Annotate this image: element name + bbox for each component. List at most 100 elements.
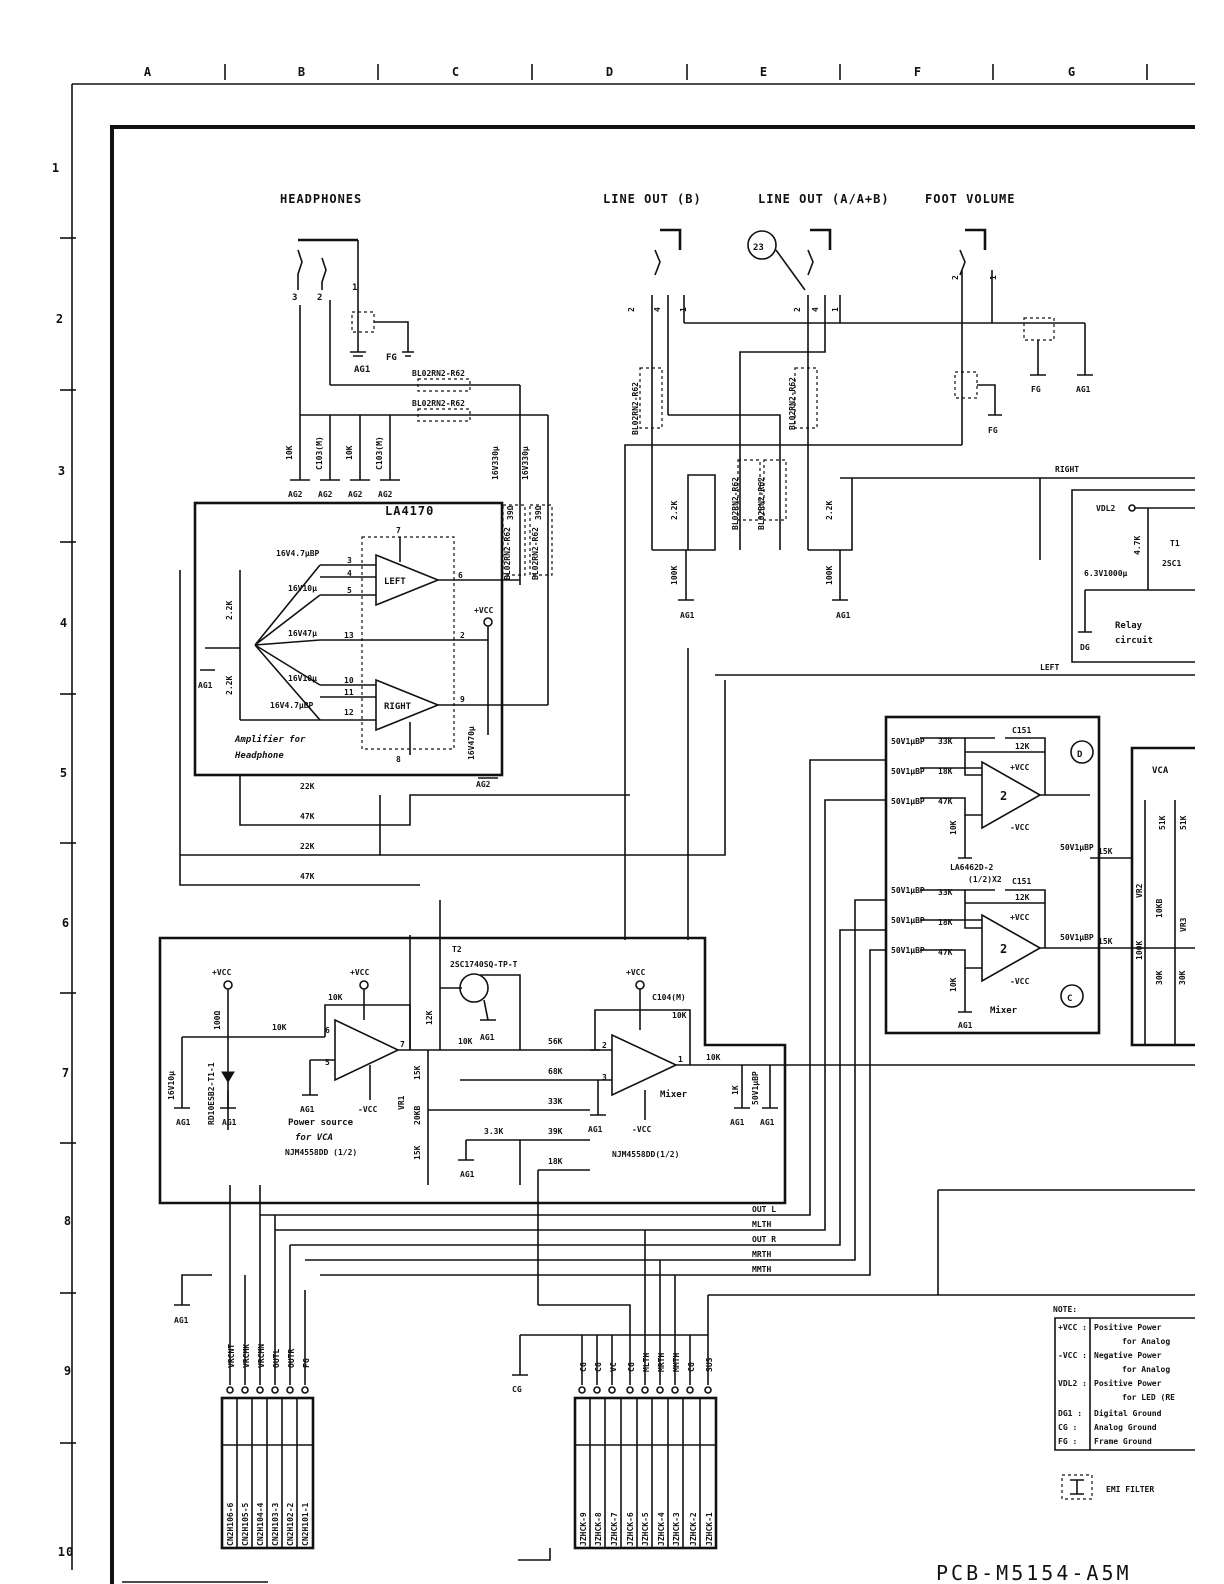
col-label-g: G — [1068, 65, 1076, 79]
hp-amp-ag1: AG1 — [198, 681, 213, 690]
headphone-filters: BL02RN2-R62 BL02RN2-R62 10K C103(M) 10K … — [285, 369, 553, 705]
hp-pin-1: 1 — [352, 283, 357, 293]
fv-pin-2: 2 — [951, 275, 960, 280]
pm-op2-pin-3: 3 — [602, 1073, 607, 1082]
filter-bl-h: BL02RN2-R62 — [757, 477, 766, 530]
pm-ic1: NJM4558DD (1/2) — [285, 1148, 357, 1157]
pm-ag1-h: AG1 — [760, 1118, 775, 1127]
ag2-2: AG2 — [318, 490, 333, 499]
pm-vcc-3: +VCC — [626, 968, 645, 977]
pm-r68k: 68K — [548, 1067, 563, 1076]
vca-c151: C151 — [1012, 726, 1031, 735]
pm-r39k: 39K — [548, 1127, 563, 1136]
c103-hp-a: C103(M) — [315, 436, 324, 470]
pm-r100: 100Ω — [213, 1011, 222, 1030]
vca-op-2 — [981, 913, 1042, 983]
relay-t1-part: 2SC1 — [1162, 559, 1181, 568]
cn-right-name-5: JZHCK-5 — [641, 1512, 650, 1546]
stereo-nets: RIGHT LEFT — [687, 465, 1195, 940]
cn-right-pin-3: VC — [609, 1362, 618, 1372]
vca-c5: 50V1µBP — [891, 916, 925, 925]
hp-pin-3: 3 — [292, 293, 297, 303]
cn-left-name-6: CN2H106-6 — [226, 1502, 235, 1546]
row-label-1: 1 — [52, 161, 60, 175]
pm-r10k-a: 10K — [272, 1023, 287, 1032]
c103-hp-b: C103(M) — [375, 436, 384, 470]
vca-r51k: 51K — [1158, 815, 1167, 830]
vca-c8: 50V1µBP — [1060, 933, 1094, 942]
vca-vcc-n2: -VCC — [1010, 977, 1029, 986]
relay-dg: DG — [1080, 643, 1090, 652]
vca-r15k2: 15K — [1098, 937, 1113, 946]
vca-c7: 50V1µBP — [1060, 843, 1094, 852]
note-text-8: Analog Ground — [1094, 1423, 1157, 1432]
pm-r3.3k: 3.3K — [484, 1127, 503, 1136]
relay-vdl2: VDL2 — [1096, 504, 1115, 513]
pm-ag1-a: AG1 — [176, 1118, 191, 1127]
vca-r18k: 18K — [938, 767, 953, 776]
vca-vcc-p2: +VCC — [1010, 913, 1029, 922]
vca-vr2: VR2 — [1135, 883, 1144, 898]
relay-circuit: VDL2 4.7K T1 2SC1 6.3V1000µ DG Relay cir… — [1071, 489, 1195, 663]
foot-volume-label: FOOT VOLUME — [925, 192, 1015, 206]
vca-mixer-caption: Mixer — [990, 1005, 1018, 1016]
notes: NOTE: +VCC : Positive Power for Analog -… — [1053, 1305, 1195, 1500]
lo-ag1-a: AG1 — [680, 611, 695, 620]
cn-right-name-2: JZHCK-2 — [689, 1512, 698, 1546]
pm-t2: T2 — [452, 945, 462, 954]
vca-r15k: 15K — [1098, 847, 1113, 856]
vca-title: VCA — [1152, 766, 1169, 776]
cn-right-name-9: JZHCK-9 — [579, 1512, 588, 1546]
note-text-5: Positive Power — [1094, 1378, 1162, 1388]
c-16v330-b: 16V330µ — [521, 446, 530, 480]
vca-c151b: C151 — [1012, 877, 1031, 886]
row-label-4: 4 — [60, 616, 68, 630]
relay-title-1: Relay — [1115, 621, 1143, 631]
cn-right-pin-9: SUS — [705, 1357, 714, 1372]
cn-left-name-2: CN2H102-2 — [286, 1502, 295, 1546]
power-mixer: +VCC 100Ω AG1 16V10µ AG1 RD10ESB2-T1-1 1… — [158, 900, 1195, 1305]
vca-op-1-label: 2 — [1000, 789, 1008, 803]
callout-23: 23 — [753, 243, 764, 253]
bus-out-l: OUT L — [752, 1205, 776, 1214]
vca-r33k: 33K — [938, 737, 953, 746]
cn-left-ag1: AG1 — [174, 1316, 189, 1325]
vca-c4: 50V1µBP — [891, 886, 925, 895]
vca-vcc-p1: +VCC — [1010, 763, 1029, 772]
pin-13: 13 — [344, 631, 354, 640]
filter-bl-f: BL02RN2-R62 — [788, 377, 797, 430]
cn-left-name-3: CN2H103-3 — [271, 1502, 280, 1546]
feedback-network: 22K 47K 22K 47K — [179, 570, 726, 886]
pm-r10k-b: 10K — [328, 993, 343, 1002]
cn-right-pin-4: CG — [627, 1362, 636, 1372]
vca-block: VCA VR2 100K 10KB 30K 30K 51K 51K VR3 — [1130, 746, 1195, 1047]
c-16v470: 16V470µ — [467, 726, 476, 760]
vca-vcc-n1: -VCC — [1010, 823, 1029, 832]
pin-5: 5 — [347, 586, 352, 595]
board-name: PCB-M5154-A5M — [936, 1561, 1132, 1584]
vca-vr3: VR3 — [1179, 917, 1188, 932]
pm-ag1-d: AG1 — [480, 1033, 495, 1042]
note-sym-9: FG : — [1058, 1437, 1077, 1446]
op-left-label: LEFT — [384, 577, 406, 587]
cn-right-pin-8: CG — [687, 1362, 696, 1372]
row-label-6: 6 — [62, 916, 70, 930]
r-2.2k-hp-a: 2.2K — [225, 601, 234, 620]
relay-r: 4.7K — [1133, 536, 1142, 555]
pm-c104: C104(M) — [652, 993, 686, 1002]
vca-c1: 50V1µBP — [891, 737, 925, 746]
hp-amp-caption-1: Amplifier for — [234, 734, 306, 745]
pm-op-1 — [334, 1018, 400, 1082]
bus-mmth: MMTH — [752, 1265, 771, 1274]
pm-c10u: 16V10µ — [167, 1071, 176, 1100]
filter-bl-e: BL02RN2-R62 — [631, 382, 640, 435]
lo-a-pin-2: 2 — [793, 307, 802, 312]
col-label-a: A — [144, 65, 152, 79]
headphone-amp: LA4170 LEFT RIGHT +VCC 3 4 5 7 6 13 2 10… — [193, 501, 548, 789]
pm-op2-pin-1: 1 — [678, 1055, 683, 1064]
pm-c50v: 50V1µBP — [751, 1071, 760, 1105]
pm-op1-pin-6: 6 — [325, 1026, 330, 1035]
pm-r10k-d: 10K — [672, 1011, 687, 1020]
fb-47k-b: 47K — [300, 872, 315, 881]
